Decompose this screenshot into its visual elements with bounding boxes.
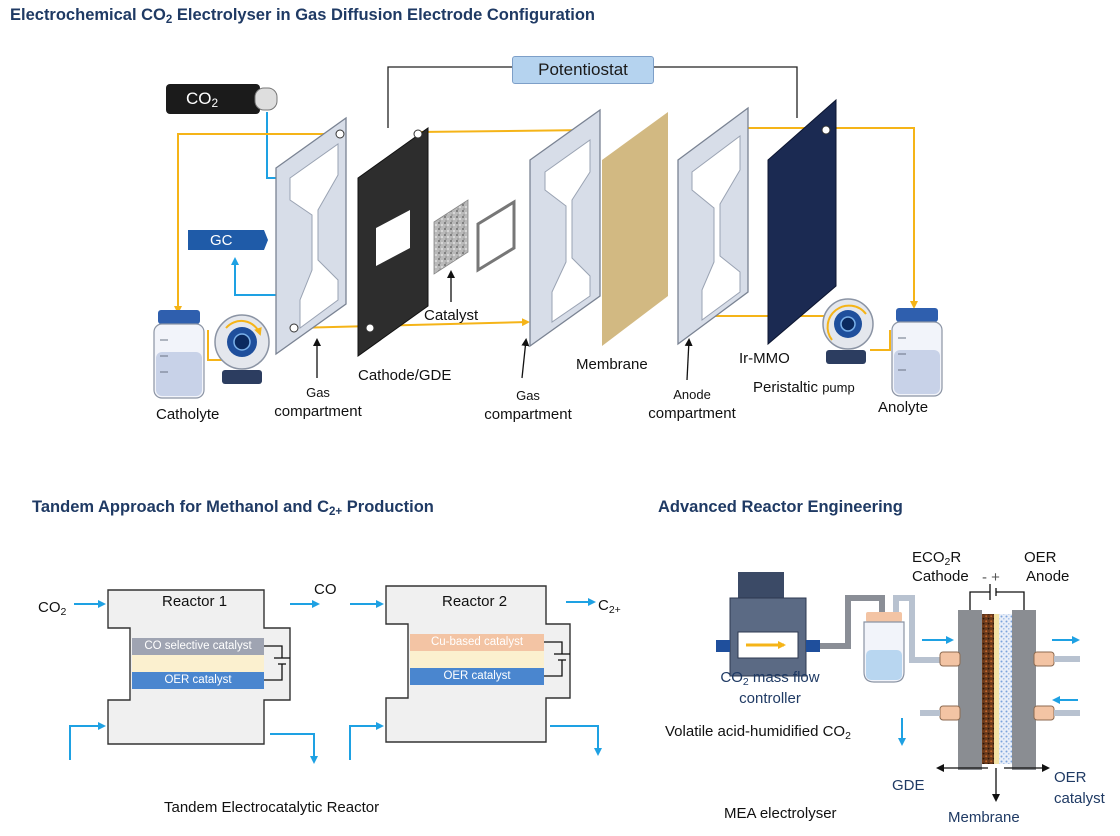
cathode-label: Cathode	[912, 568, 969, 585]
eco2r-label: ECO2R	[912, 549, 962, 568]
gas-compartment-plate-2	[529, 108, 601, 348]
humidifier-bubbler	[863, 612, 905, 683]
reactor-1-body	[107, 589, 291, 745]
oer-catalyst-2-label: OER catalyst	[443, 670, 511, 682]
catalyst-label: Catalyst	[424, 307, 479, 324]
mea-pointer-arrows	[936, 764, 1050, 802]
catalyst-layer	[433, 199, 469, 275]
membrane-label: Membrane	[576, 356, 648, 373]
oer-catalyst-label-a: OER	[1054, 769, 1087, 786]
ir-mmo-label: Ir-MMO	[739, 350, 790, 367]
gc-label: GC	[210, 232, 233, 249]
catholyte-bottle	[153, 310, 205, 399]
anolyte-label: Anolyte	[878, 399, 929, 416]
gas-compartment-plate-1	[275, 116, 347, 356]
co-selective-catalyst-label: CO selective catalyst	[144, 640, 252, 652]
anode-compartment-label-b: compartment	[648, 405, 736, 422]
anode-compartment-label-a: Anode	[673, 387, 711, 402]
gde-label: GDE	[892, 777, 925, 794]
anode-label: Anode	[1026, 568, 1070, 585]
gas-compartment-1-label-b: compartment	[274, 403, 362, 420]
reactor-2-label: Reactor 2	[442, 593, 508, 610]
advanced-title: Advanced Reactor Engineering	[658, 498, 903, 516]
oer-label: OER	[1024, 549, 1057, 566]
catholyte-flow	[174, 126, 592, 361]
bubbler-outlet-tube	[893, 595, 940, 663]
cu-catalyst-label: Cu-based catalyst	[430, 636, 524, 648]
mea-cell	[920, 610, 1080, 770]
mass-flow-controller	[716, 572, 820, 677]
tandem-co-label: CO	[314, 581, 337, 598]
reactor-2-battery	[544, 641, 570, 677]
mfc-label-line2: controller	[739, 690, 801, 707]
reactor-1-label: Reactor 1	[162, 593, 228, 610]
gas-compartment-2-label-b: compartment	[484, 406, 572, 423]
tandem-caption: Tandem Electrocatalytic Reactor	[164, 799, 380, 816]
reactor-2-body	[385, 585, 571, 743]
polarity-label: - +	[982, 569, 1000, 586]
co2-cylinder	[166, 84, 278, 114]
catholyte-pump	[214, 314, 270, 384]
peristaltic-pump-label: Peristaltic pump	[753, 379, 855, 396]
humidified-co2-label: Volatile acid-humidified CO2	[665, 723, 851, 742]
tandem-co2-label: CO2	[38, 599, 67, 618]
mfc-outlet-tube	[820, 595, 885, 649]
reactor-1-battery	[264, 645, 290, 681]
tandem-c2-label: C2+	[598, 597, 621, 616]
cathode-gde-label: Cathode/GDE	[358, 367, 452, 384]
gas-compartment-2-label-a: Gas	[516, 388, 540, 403]
mea-caption: MEA electrolyser	[724, 805, 837, 822]
anolyte-bottle	[891, 308, 943, 397]
oer-catalyst-1-label: OER catalyst	[164, 674, 232, 686]
potentiostat-wires	[387, 66, 798, 128]
anode-compartment-plate	[677, 106, 749, 346]
tandem-flow-arrows	[69, 598, 602, 764]
anolyte-pump	[822, 298, 874, 364]
main-title: Electrochemical CO2 Electrolyser in Gas …	[10, 6, 595, 26]
co2-cylinder-label: CO2	[186, 89, 219, 110]
gas-compartment-1-label-a: Gas	[306, 385, 330, 400]
tandem-title: Tandem Approach for Methanol and C2+ Pro…	[32, 498, 434, 518]
gasket-frame	[476, 199, 516, 273]
top-pointer-arrows	[313, 270, 693, 381]
mfc-label-line1: CO2 mass flow	[720, 669, 820, 688]
mea-membrane-label: Membrane	[948, 809, 1020, 826]
mea-flow-arrows	[922, 636, 1080, 704]
membrane-sheet	[602, 112, 668, 346]
cathode-gde-plate	[357, 127, 429, 357]
anolyte-flow	[700, 127, 918, 351]
mea-power-wire	[969, 584, 1025, 610]
gc-box	[188, 230, 268, 250]
catholyte-label: Catholyte	[156, 406, 220, 423]
potentiostat-box: Potentiostat	[512, 56, 654, 84]
oer-catalyst-label-b: catalyst	[1054, 790, 1105, 807]
ir-mmo-plate	[767, 98, 837, 346]
